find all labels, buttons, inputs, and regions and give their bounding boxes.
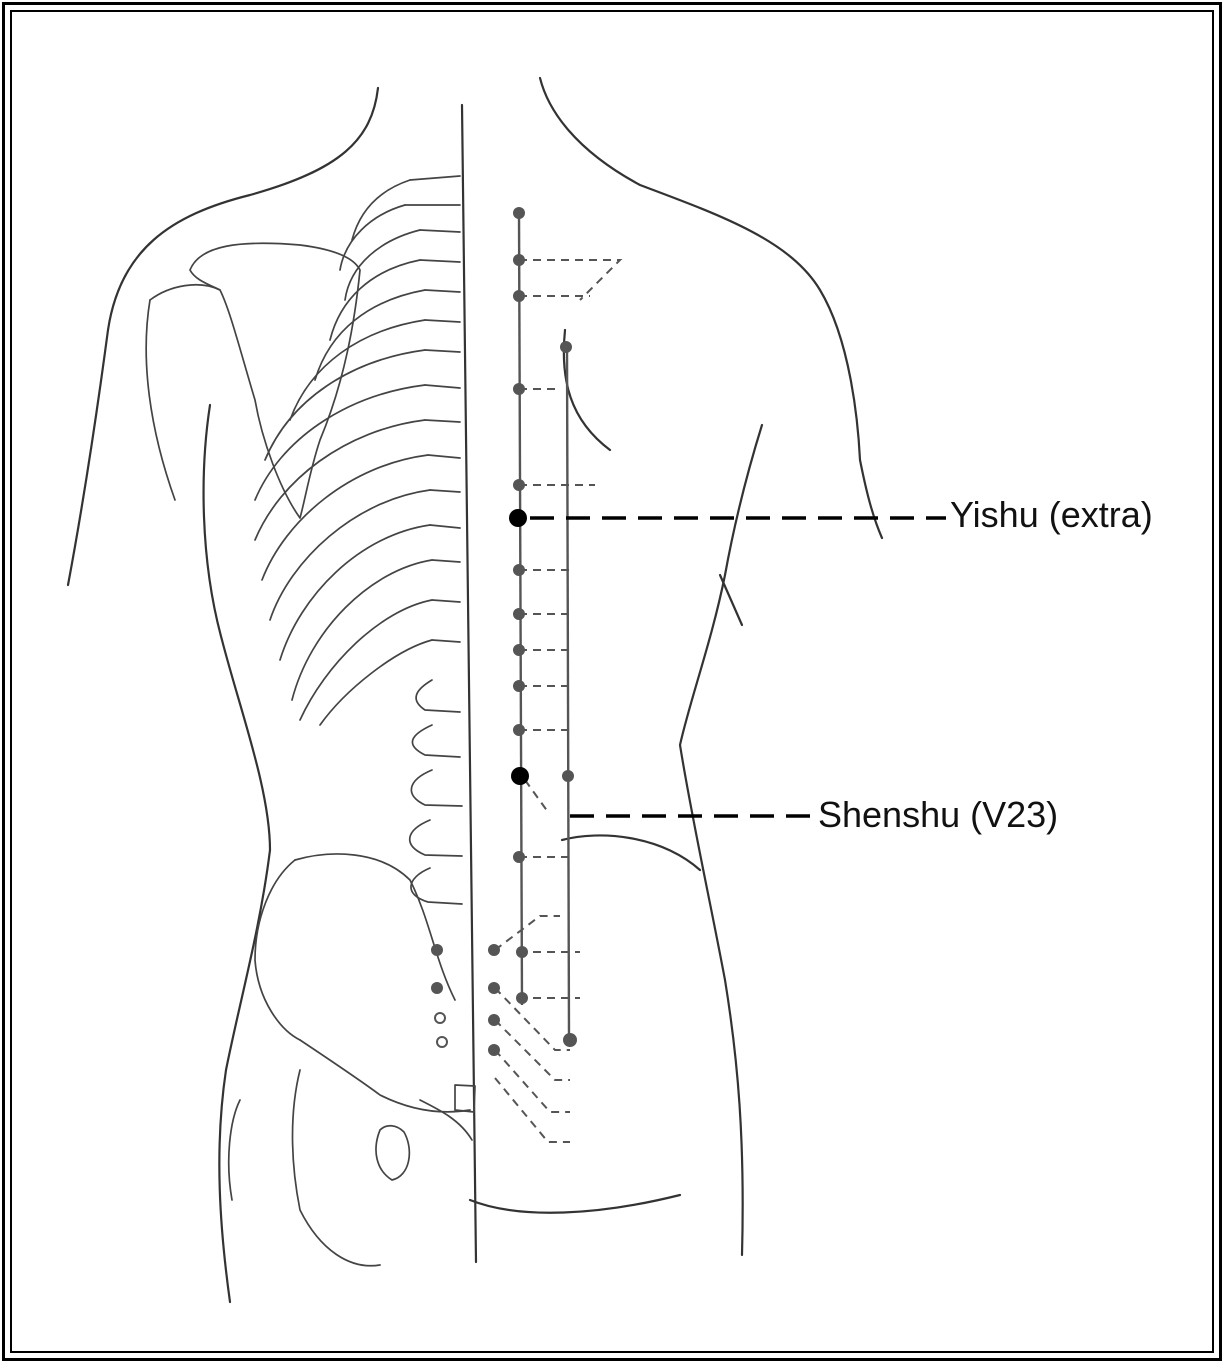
outer-bladder-meridian	[567, 347, 569, 1040]
acupoint	[513, 851, 525, 863]
acupoint	[488, 1014, 500, 1026]
acupoint	[562, 770, 574, 782]
acupoint	[513, 290, 525, 302]
acupoint-ticks	[495, 260, 620, 1142]
acupoint	[560, 341, 572, 353]
acupoint	[488, 1044, 500, 1056]
acupoint	[513, 608, 525, 620]
acupoint	[563, 1033, 577, 1047]
shenshu-point	[511, 767, 529, 785]
acupoint	[513, 254, 525, 266]
yishu-label: Yishu (extra)	[950, 497, 1153, 533]
spine-midline	[462, 105, 476, 1262]
acupoint	[513, 564, 525, 576]
skeleton	[146, 176, 475, 1266]
acupoint	[516, 992, 528, 1004]
acupoint	[513, 383, 525, 395]
acupoint	[488, 944, 500, 956]
acupoint	[513, 479, 525, 491]
acupoint	[513, 724, 525, 736]
yishu-point	[509, 509, 527, 527]
acupoint	[488, 982, 500, 994]
shenshu-label: Shenshu (V23)	[818, 797, 1058, 833]
acupoint	[513, 644, 525, 656]
acupoint	[513, 207, 525, 219]
acupoint	[516, 946, 528, 958]
acupoint	[513, 680, 525, 692]
